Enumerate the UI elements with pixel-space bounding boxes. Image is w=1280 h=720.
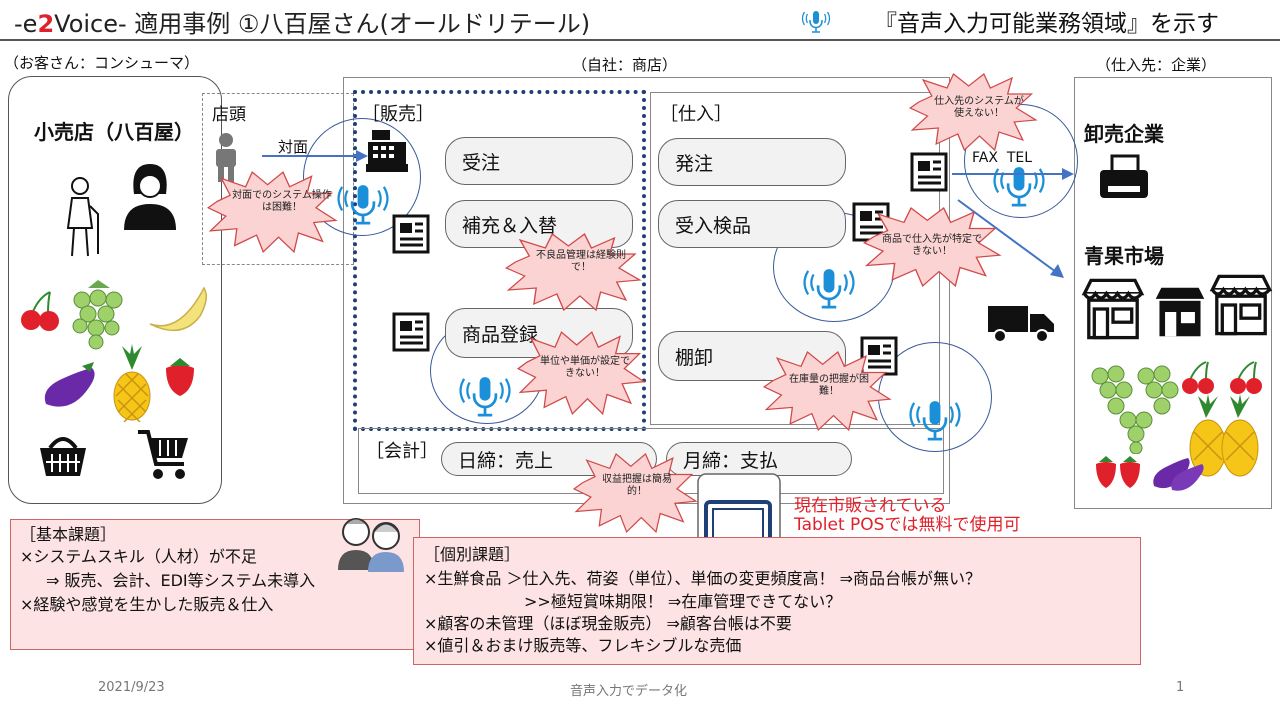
supplier-box: [1074, 77, 1272, 509]
document-icon: [392, 214, 432, 254]
document-icon: [392, 312, 432, 352]
consumer-section-label: （お客さん：コンシューマ）: [4, 54, 200, 72]
grapes-icon: [1091, 365, 1179, 454]
individual-issue-line: ×生鮮食品 ＞仕入先、荷姿（単位）、単価の変更頻度高！ ⇒商品台帳が無い？: [424, 569, 981, 588]
microphone-icon: [906, 392, 964, 450]
clerk-icon: [216, 133, 236, 182]
burst-text-supplier-identify: 商品で仕入先が特定できない！: [882, 234, 982, 257]
burst-text-profit: 収益把握は簡易的！: [602, 474, 672, 497]
individual-issues-heading: ［個別課題］: [424, 545, 521, 564]
individual-issue-line: >>極短賞味期限！ ⇒在庫管理できてない？: [524, 592, 842, 611]
basic-issue-line: ⇒ 販売、会計、EDI等システム未導入: [46, 571, 316, 590]
shop-icon: [1155, 287, 1205, 337]
footer-date: 2021/9/23: [98, 680, 165, 695]
burst-text-unit: 単位や単価が設定できない！: [540, 356, 630, 379]
eggplant-icon: [44, 362, 95, 407]
sales-heading: ［販売］: [362, 104, 434, 125]
monthly-close-item: 月締：支払: [666, 442, 852, 476]
microphone-icon: [800, 260, 858, 318]
individual-issues-box: [413, 537, 1141, 665]
pineapple-icon: [1189, 394, 1259, 477]
woman-icon: [124, 164, 176, 230]
fax-machine-icon: [1100, 154, 1148, 198]
inspection-item: 受入検品: [658, 200, 846, 248]
legend-text: 『音声入力可能業務領域』を示す: [874, 11, 1219, 37]
footer-center: 音声入力でデータ化: [570, 684, 688, 699]
shopping-cart-icon: [138, 430, 188, 479]
basic-issue-line: ×経験や感覚を生かした販売＆仕入: [20, 595, 274, 614]
elderly-couple-icon: [338, 518, 404, 572]
document-icon: [910, 152, 950, 192]
burst-text-stock: 在庫量の把握が困難！: [789, 374, 869, 397]
fax-tel-label: FAX TEL: [972, 150, 1033, 166]
storefront-label: 店頭: [212, 105, 246, 125]
tablet-note-line1: 現在市販されている: [794, 496, 947, 516]
consumer-box: [8, 76, 222, 504]
company-section-label: （自社：商店）: [572, 56, 678, 74]
microphone-icon: [334, 176, 392, 234]
header-divider: [0, 39, 1280, 41]
elderly-person-icon: [66, 177, 99, 257]
page-number: 1: [1176, 680, 1185, 695]
pineapple-icon: [113, 344, 151, 422]
banana-icon: [149, 286, 207, 332]
supplier-section-label: （仕入先：企業）: [1096, 56, 1217, 74]
shop-name: 小売店（八百屋）: [34, 120, 194, 144]
order-receive-item: 受注: [445, 137, 633, 185]
sales-box: [353, 90, 646, 431]
tablet-icon: [697, 473, 781, 557]
accounting-heading: ［会計］: [366, 441, 438, 462]
burst-text-supplier-system: 仕入先のシステムが使えない！: [934, 96, 1024, 119]
cherries-icon: [21, 291, 59, 331]
order-item: 発注: [658, 138, 846, 186]
voice-area-circle: [303, 118, 421, 236]
wholesale-label: 卸売企業: [1084, 122, 1164, 146]
strawberry-icon: [166, 358, 194, 396]
burst-text-face: 対面でのシステム操作は困難！: [232, 190, 332, 213]
basket-icon: [40, 437, 86, 476]
restock-item: 補充＆入替: [445, 200, 633, 248]
basic-issue-line: ×システムスキル（人材）が不足: [20, 547, 257, 566]
cherries-icon: [1182, 361, 1262, 394]
basic-issues-heading: ［基本課題］: [20, 525, 117, 544]
microphone-icon: [456, 368, 514, 426]
shop-icon: [1078, 276, 1148, 342]
strawberry-icon: [1096, 456, 1140, 488]
tablet-note-line2: Tablet POSでは無料で使用可: [794, 515, 1021, 535]
market-label: 青果市場: [1084, 244, 1164, 268]
truck-icon: [988, 306, 1054, 343]
individual-issue-line: ×顧客の未管理（ほぼ現金販売） ⇒顧客台帳は不要: [424, 614, 792, 633]
purchase-heading: ［仕入］: [660, 104, 732, 125]
burst-text-defect: 不良品管理は経験則で！: [536, 250, 626, 273]
grapes-icon: [72, 280, 123, 350]
shop-icon: [1206, 272, 1276, 338]
individual-issue-line: ×値引＆おまけ販売等、フレキシブルな売価: [424, 636, 742, 655]
microphone-icon: [796, 6, 836, 38]
eggplant-icon: [1153, 458, 1204, 491]
page-title: -e2Voice- 適用事例 ①八百屋さん(オールドリテール): [14, 10, 591, 38]
cash-register-icon: [366, 130, 408, 172]
face-to-face-label: 対面: [278, 138, 309, 156]
